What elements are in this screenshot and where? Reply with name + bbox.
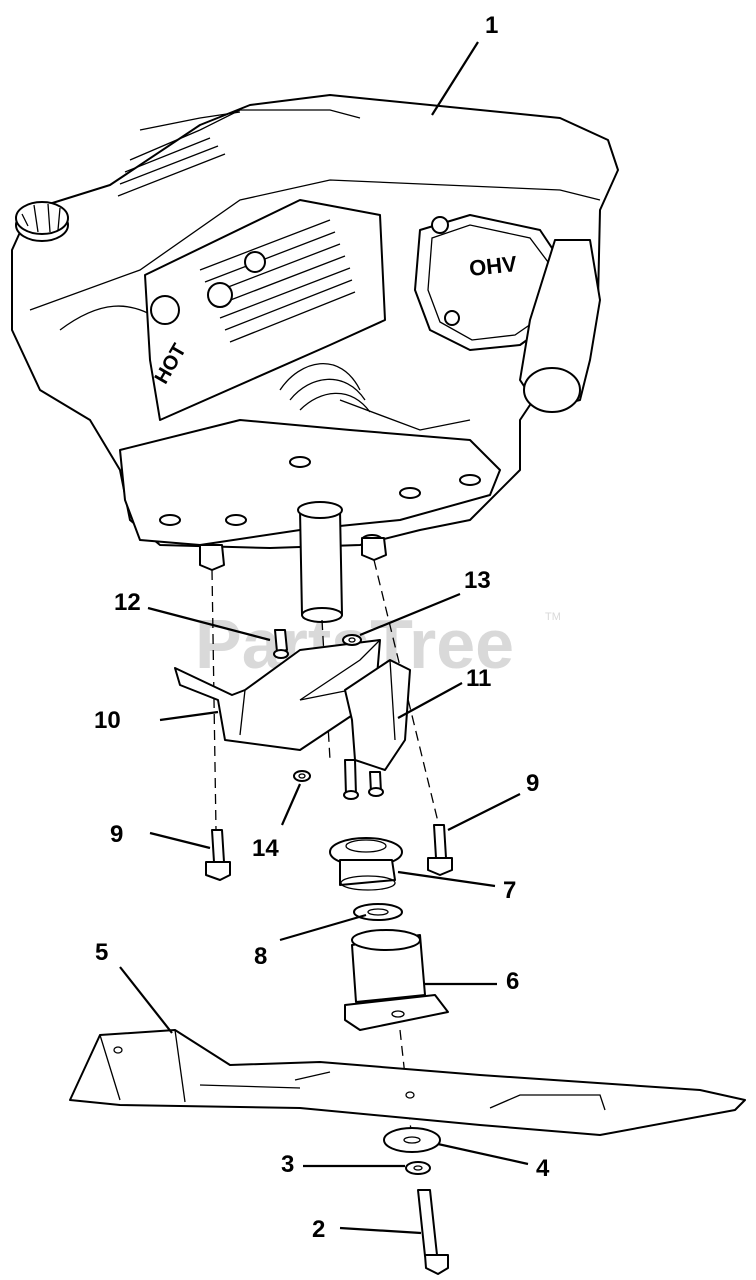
recoil-grill <box>117 111 241 197</box>
part-2-bolt <box>417 1189 449 1275</box>
callout-5: 5 <box>95 939 108 966</box>
starter-motor <box>519 239 601 411</box>
part-6-adapter <box>344 929 449 1031</box>
part-11-bracket <box>344 659 411 771</box>
bracket-studs <box>343 759 384 800</box>
callout-numbers: 1 2 3 4 5 6 7 8 9 9 10 11 12 13 14 <box>94 12 550 1243</box>
part-3-lock-washer <box>405 1161 431 1175</box>
callout-9-left: 9 <box>110 821 123 848</box>
part-4-washer <box>383 1127 441 1153</box>
callout-1: 1 <box>485 12 498 39</box>
part-8-washer <box>353 903 403 921</box>
part-9-bolt-right <box>427 824 453 876</box>
callout-9-right: 9 <box>526 770 539 797</box>
callout-6: 6 <box>506 968 519 995</box>
part-14-nut <box>293 770 311 782</box>
callout-2: 2 <box>312 1216 325 1243</box>
engine-mount-boss-right <box>361 537 387 561</box>
starter-end-cap <box>523 367 581 413</box>
watermark-trademark: TM <box>545 611 561 623</box>
callout-11: 11 <box>466 665 491 692</box>
part-7-bushing <box>329 837 403 891</box>
engine-mounting-flange <box>119 419 501 546</box>
part-12-bolt <box>273 629 289 659</box>
callout-3: 3 <box>281 1151 294 1178</box>
oil-cap <box>15 201 69 242</box>
muffler-guard: HOT <box>144 199 386 421</box>
crankshaft <box>297 501 343 623</box>
callout-7: 7 <box>503 877 516 904</box>
part-5-blade <box>69 1029 746 1136</box>
valve-cover-ohv-label: OHV <box>468 251 518 281</box>
engine-assembly: HOT OHV <box>11 94 619 623</box>
callout-10: 10 <box>94 707 121 734</box>
callout-14: 14 <box>252 835 279 862</box>
callout-13: 13 <box>464 567 491 594</box>
part-13-nut <box>342 634 362 646</box>
callout-8: 8 <box>254 943 267 970</box>
engine-mount-boss-left <box>199 544 225 571</box>
part-9-bolt-left <box>205 829 231 881</box>
callout-leaders <box>119 41 529 1235</box>
callout-4: 4 <box>536 1155 550 1182</box>
callout-12: 12 <box>114 589 141 616</box>
cylinder-fins <box>279 363 471 431</box>
